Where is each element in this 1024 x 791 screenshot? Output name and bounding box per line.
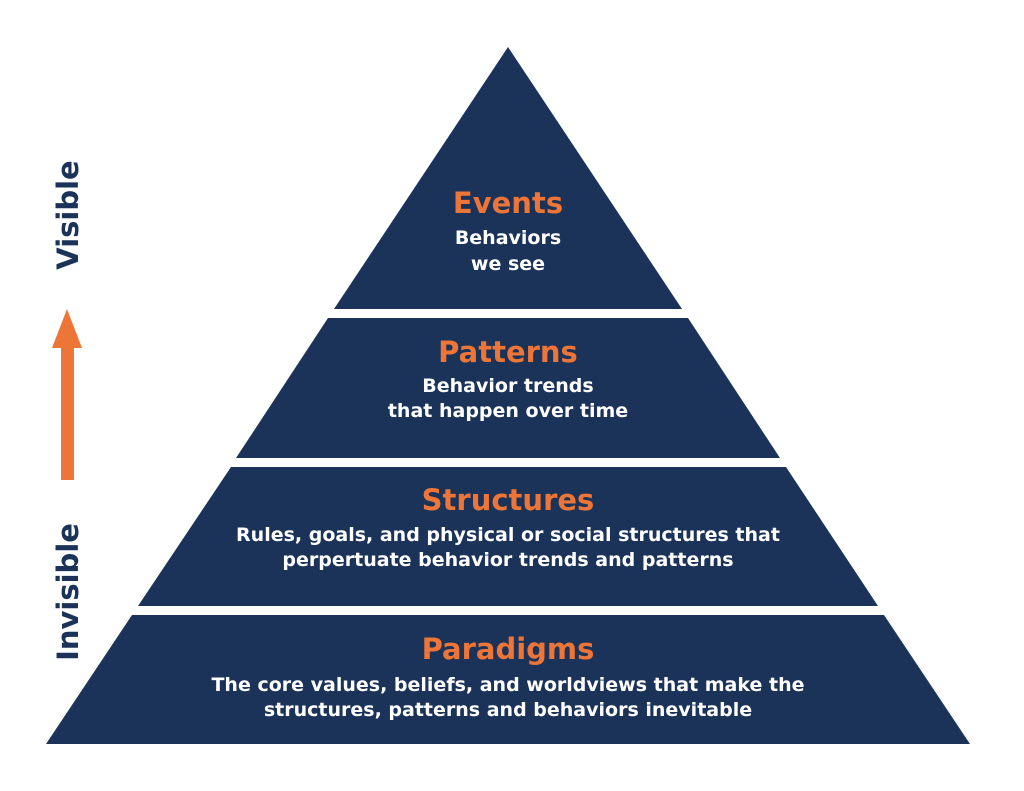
up-arrow-head — [52, 309, 82, 348]
tier-patterns-desc-line2: that happen over time — [388, 400, 628, 422]
tier-patterns: Patterns Behavior trends that happen ove… — [236, 318, 780, 458]
tier-paradigms-title: Paradigms — [422, 632, 595, 666]
visible-label: Visible — [51, 160, 85, 269]
tier-structures: Structures Rules, goals, and physical or… — [138, 467, 878, 606]
tier-events-desc-line2: we see — [471, 253, 545, 275]
tier-structures-shape — [138, 467, 878, 606]
tier-paradigms: Paradigms The core values, beliefs, and … — [46, 615, 970, 744]
tier-events-shape — [334, 47, 682, 309]
tier-events-desc-line1: Behaviors — [455, 227, 561, 249]
up-arrow-shaft — [61, 346, 74, 480]
tier-patterns-shape — [236, 318, 780, 458]
tier-paradigms-desc-line1: The core values, beliefs, and worldviews… — [211, 674, 804, 696]
tier-paradigms-desc-line2: structures, patterns and behaviors inevi… — [264, 699, 752, 721]
visibility-axis: Visible Invisible — [51, 160, 85, 661]
tier-structures-desc-line1: Rules, goals, and physical or social str… — [236, 524, 780, 546]
up-arrow-icon — [52, 309, 82, 480]
tier-patterns-desc-line1: Behavior trends — [422, 375, 593, 397]
tier-events: Events Behaviors we see — [334, 47, 682, 309]
tier-events-title: Events — [453, 186, 563, 220]
tier-structures-desc-line2: perpertuate behavior trends and patterns — [282, 549, 733, 571]
invisible-label: Invisible — [51, 523, 85, 661]
tier-paradigms-shape — [46, 615, 970, 744]
tier-patterns-title: Patterns — [438, 335, 578, 369]
tier-structures-title: Structures — [422, 483, 595, 517]
